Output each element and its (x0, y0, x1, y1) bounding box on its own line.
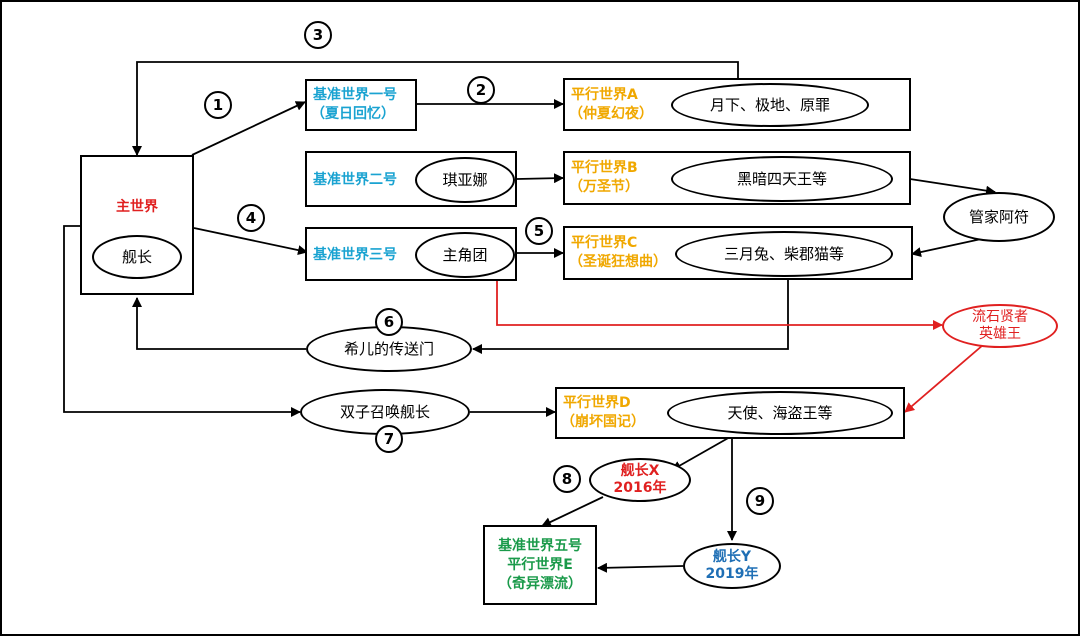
sage-line-2: 英雄王 (979, 326, 1021, 342)
arrow-8 (541, 496, 604, 527)
protagonists-node: 主角团 (415, 232, 515, 278)
parallel-b-subtitle: （万圣节） (569, 179, 639, 195)
captain-node: 舰长 (92, 235, 182, 279)
step-4-badge: 4 (237, 204, 265, 232)
arrow-4 (193, 227, 308, 256)
step-1-badge: 1 (204, 91, 232, 119)
base-world-5-line-1: 基准世界五号 (498, 538, 582, 554)
parallel-d-title: 平行世界D (563, 395, 631, 411)
base-world-5-line-2: 平行世界E (507, 557, 573, 573)
arrow-7-a (63, 225, 301, 417)
arrow-c-portal (472, 278, 789, 354)
kiana-node: 琪亚娜 (415, 157, 515, 203)
arrow-3 (132, 61, 739, 156)
parallel-a-box: 平行世界A （仲夏幻夜） 月下、极地、原罪 (563, 78, 911, 131)
captain-y-line-2: 2019年 (705, 566, 759, 582)
step-6-badge: 6 (375, 308, 403, 336)
arrow-6 (132, 297, 306, 350)
arrow-b-butler (909, 178, 996, 196)
parallel-d-characters: 天使、海盗王等 (667, 391, 893, 435)
step-2-badge: 2 (467, 76, 495, 104)
arrow-1 (191, 101, 306, 156)
parallel-a-characters: 月下、极地、原罪 (671, 83, 869, 127)
captain-x-line-1: 舰长X (620, 462, 660, 479)
base-world-5-line-3: （奇异漂流） (498, 576, 582, 592)
step-9-badge: 9 (746, 487, 774, 515)
step-5-badge: 5 (525, 217, 553, 245)
parallel-c-characters: 三月兔、柴郡猫等 (675, 231, 893, 277)
step-3-badge: 3 (304, 21, 332, 49)
parallel-b-title: 平行世界B (571, 160, 638, 176)
parallel-a-title: 平行世界A (571, 87, 638, 103)
sage-line-1: 流石贤者 (972, 308, 1028, 325)
arrow-kiana-b (516, 173, 564, 184)
base-world-1-subtitle: （夏日回忆） (311, 106, 395, 122)
arrow-red-1 (496, 275, 943, 330)
step-8-badge: 8 (553, 465, 581, 493)
main-world-title: 主世界 (116, 199, 158, 215)
parallel-d-subtitle: （崩坏国记） (561, 414, 645, 430)
arrow-y-base5 (597, 562, 684, 573)
parallel-a-subtitle: （仲夏幻夜） (569, 106, 653, 122)
base-world-2-title: 基准世界二号 (313, 172, 397, 188)
step-7-badge: 7 (375, 425, 403, 453)
captain-y-line-1: 舰长Y (712, 548, 752, 565)
parallel-c-subtitle: （圣诞狂想曲） (569, 254, 667, 270)
captain-x-line-2: 2016年 (613, 480, 667, 496)
butler-node: 管家阿符 (943, 192, 1055, 242)
parallel-c-title: 平行世界C (571, 235, 638, 251)
sage-node: 流石贤者 英雄王 (942, 304, 1058, 348)
base-world-3-title: 基准世界三号 (313, 247, 397, 263)
base-world-3-box: 基准世界三号 主角团 (305, 227, 517, 281)
parallel-d-box: 平行世界D （崩坏国记） 天使、海盗王等 (555, 387, 905, 439)
arrow-d-x (671, 436, 731, 471)
base-world-1-title: 基准世界一号 (313, 87, 397, 103)
captain-x-node: 舰长X 2016年 (589, 458, 691, 502)
parallel-b-characters: 黑暗四天王等 (671, 156, 893, 202)
base-world-5-box: 基准世界五号 平行世界E （奇异漂流） (483, 525, 597, 605)
parallel-c-box: 平行世界C （圣诞狂想曲） 三月兔、柴郡猫等 (563, 226, 913, 280)
base-world-2-box: 基准世界二号 琪亚娜 (305, 151, 517, 207)
base-world-1-box: 基准世界一号 （夏日回忆） (305, 79, 417, 131)
captain-y-node: 舰长Y 2019年 (683, 543, 781, 589)
arrow-red-2 (904, 344, 984, 413)
parallel-b-box: 平行世界B （万圣节） 黑暗四天王等 (563, 151, 911, 205)
main-world-box: 主世界 舰长 (80, 155, 194, 295)
